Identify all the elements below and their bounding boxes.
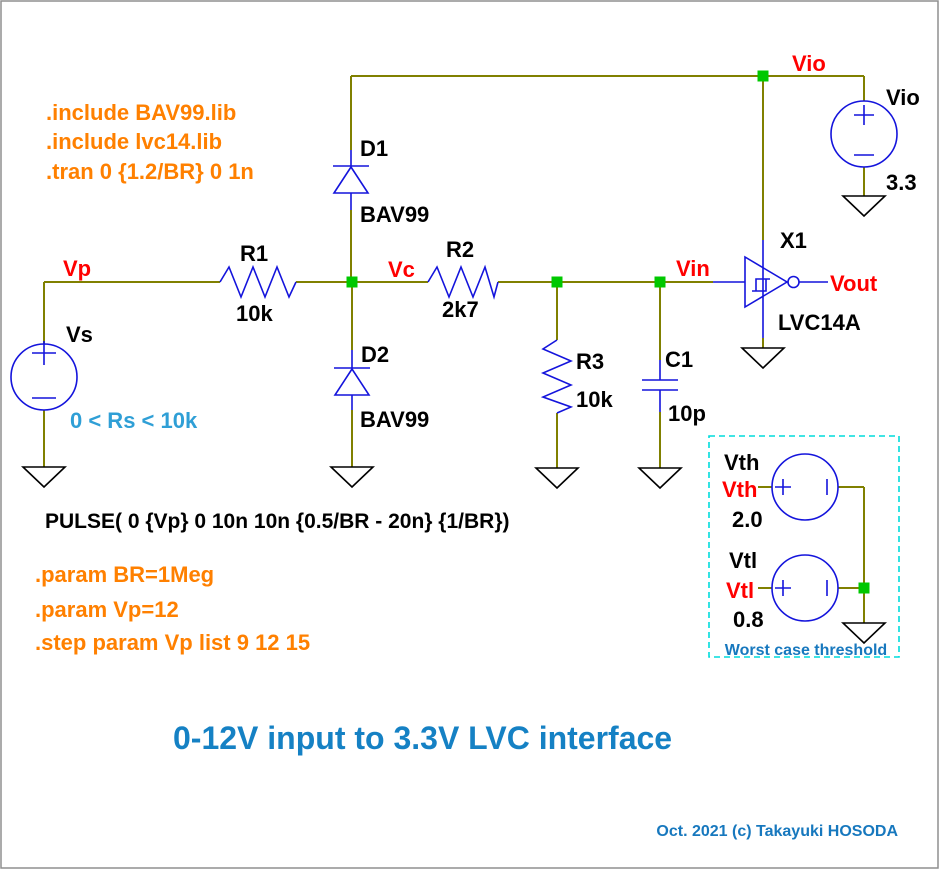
r2-name-label[interactable]: R2 [446, 237, 474, 262]
x1-value-label[interactable]: LVC14A [778, 310, 861, 335]
wires[interactable] [43, 75, 865, 623]
vth-name-label[interactable]: Vth [724, 450, 759, 475]
net-label-vp[interactable]: Vp [63, 256, 91, 281]
vtl-name-label[interactable]: Vtl [729, 548, 757, 573]
voltage-source-vth-icon[interactable] [771, 453, 839, 521]
ground-icon-d2 [329, 466, 375, 489]
d2-name-label[interactable]: D2 [361, 342, 389, 367]
threshold-note[interactable]: Worst case threshold [725, 642, 887, 659]
resistor-r1-icon[interactable] [219, 264, 297, 300]
ground-icon-x1 [740, 347, 786, 370]
vtl-value-label[interactable]: 0.8 [733, 607, 764, 632]
voltage-source-vtl-icon[interactable] [771, 554, 839, 622]
ground-icon-vtl [841, 622, 887, 645]
x1-name-label[interactable]: X1 [780, 228, 807, 253]
vio-value-label[interactable]: 3.3 [886, 170, 917, 195]
voltage-source-vio-icon[interactable] [830, 100, 898, 168]
directive-param-vp[interactable]: .param Vp=12 [35, 597, 179, 622]
net-label-vtl[interactable]: Vtl [726, 578, 754, 603]
net-label-vin[interactable]: Vin [676, 256, 710, 281]
d2-value-label[interactable]: BAV99 [360, 407, 429, 432]
threshold-group-box[interactable] [708, 435, 900, 658]
c1-value-label[interactable]: 10p [668, 401, 706, 426]
r1-name-label[interactable]: R1 [240, 241, 268, 266]
directive-include-bav99[interactable]: .include BAV99.lib [46, 100, 236, 125]
vth-value-label[interactable]: 2.0 [732, 507, 763, 532]
ground-icon-c1 [637, 467, 683, 490]
r3-value-label[interactable]: 10k [576, 387, 613, 412]
directive-tran[interactable]: .tran 0 {1.2/BR} 0 1n [46, 159, 254, 184]
resistor-r3-icon[interactable] [540, 339, 574, 414]
directive-include-lvc14[interactable]: .include lvc14.lib [46, 129, 222, 154]
capacitor-c1-icon[interactable] [642, 360, 678, 412]
schematic-title: 0-12V input to 3.3V LVC interface [173, 720, 672, 756]
vs-name-label[interactable]: Vs [66, 322, 93, 347]
junction-dots[interactable] [346, 70, 870, 594]
directive-param-br[interactable]: .param BR=1Meg [35, 562, 214, 587]
pulse-spec-text[interactable]: PULSE( 0 {Vp} 0 10n 10n {0.5/BR - 20n} {… [45, 510, 510, 533]
voltage-source-vs-icon[interactable] [10, 341, 78, 411]
r1-value-label[interactable]: 10k [236, 301, 273, 326]
rs-range-note[interactable]: 0 < Rs < 10k [70, 408, 198, 433]
r3-name-label[interactable]: R3 [576, 349, 604, 374]
schmitt-inverter-x1-icon[interactable] [713, 240, 828, 338]
vio-name-label[interactable]: Vio [886, 85, 920, 110]
directive-step-param[interactable]: .step param Vp list 9 12 15 [35, 630, 310, 655]
diode-d2-icon[interactable] [333, 350, 371, 410]
net-label-vio[interactable]: Vio [792, 51, 826, 76]
r2-value-label[interactable]: 2k7 [442, 297, 479, 322]
net-label-vout[interactable]: Vout [830, 271, 878, 296]
ground-icon-vio [841, 195, 887, 218]
d1-name-label[interactable]: D1 [360, 136, 388, 161]
ground-icon-vs [21, 466, 67, 489]
resistor-r2-icon[interactable] [427, 264, 499, 300]
d1-value-label[interactable]: BAV99 [360, 202, 429, 227]
credit-text: Oct. 2021 (c) Takayuki HOSODA [656, 823, 898, 840]
net-label-vth[interactable]: Vth [722, 477, 757, 502]
net-label-vc[interactable]: Vc [388, 257, 415, 282]
ground-icon-r3 [534, 467, 580, 490]
c1-name-label[interactable]: C1 [665, 347, 693, 372]
diode-d1-icon[interactable] [332, 150, 370, 210]
ground-symbols[interactable] [21, 195, 887, 645]
